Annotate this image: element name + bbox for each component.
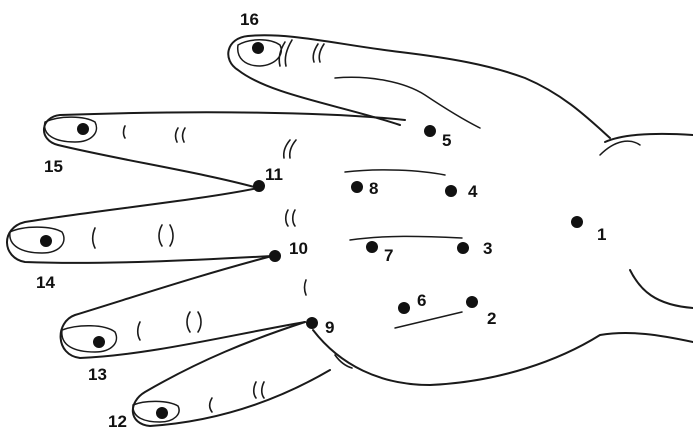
point-marker <box>77 123 89 135</box>
point-label: 10 <box>289 239 308 258</box>
little-nail <box>133 401 179 422</box>
point-marker <box>40 235 52 247</box>
index-finger-outline <box>44 112 405 188</box>
point-marker <box>571 216 583 228</box>
point-label: 13 <box>88 365 107 384</box>
point-marker <box>457 242 469 254</box>
point-marker <box>306 317 318 329</box>
acupoint-16: 16 <box>240 10 264 54</box>
acupoint-10: 10 <box>269 239 308 262</box>
point-label: 14 <box>36 273 55 292</box>
wrist-bone <box>600 141 640 155</box>
ring-nail <box>62 326 117 352</box>
point-label: 9 <box>325 318 334 337</box>
wrist-top <box>605 134 693 142</box>
point-label: 16 <box>240 10 259 29</box>
point-marker <box>252 42 264 54</box>
point-marker <box>269 250 281 262</box>
acupoint-2: 2 <box>466 296 496 328</box>
point-marker <box>93 336 105 348</box>
knuckle-creases <box>93 40 352 412</box>
middle-finger-outline <box>7 188 272 263</box>
point-marker <box>351 181 363 193</box>
acupoint-3: 3 <box>457 239 492 258</box>
acupoint-4: 4 <box>445 182 478 201</box>
point-label: 7 <box>384 246 393 265</box>
point-label: 11 <box>265 165 283 184</box>
wrist-bottom <box>630 270 693 308</box>
acupoint-5: 5 <box>424 125 451 150</box>
acupoint-7: 7 <box>366 241 393 265</box>
acupoint-8: 8 <box>351 179 378 198</box>
acupoint-11: 11 <box>253 165 283 192</box>
point-label: 15 <box>44 157 63 176</box>
fingernails <box>10 40 281 422</box>
acupoint-12: 12 <box>108 407 168 431</box>
acupoint-1: 1 <box>571 216 606 244</box>
point-marker <box>466 296 478 308</box>
point-label: 6 <box>417 291 426 310</box>
middle-nail <box>10 227 64 253</box>
thumb-outline <box>228 35 610 138</box>
acupoint-9: 9 <box>306 317 334 337</box>
point-label: 8 <box>369 179 378 198</box>
point-label: 2 <box>487 309 496 328</box>
acupoint-13: 13 <box>88 336 107 384</box>
acupoint-6: 6 <box>398 291 426 314</box>
point-label: 1 <box>597 225 606 244</box>
point-marker <box>424 125 436 137</box>
point-marker <box>445 185 457 197</box>
point-marker <box>366 241 378 253</box>
point-label: 5 <box>442 131 451 150</box>
point-label: 4 <box>468 182 478 201</box>
palm-bottom <box>313 330 693 385</box>
point-label: 12 <box>108 412 127 431</box>
point-marker <box>398 302 410 314</box>
point-marker <box>253 180 265 192</box>
point-marker <box>156 407 168 419</box>
thumb-inner-line <box>335 77 480 128</box>
point-label: 3 <box>483 239 492 258</box>
